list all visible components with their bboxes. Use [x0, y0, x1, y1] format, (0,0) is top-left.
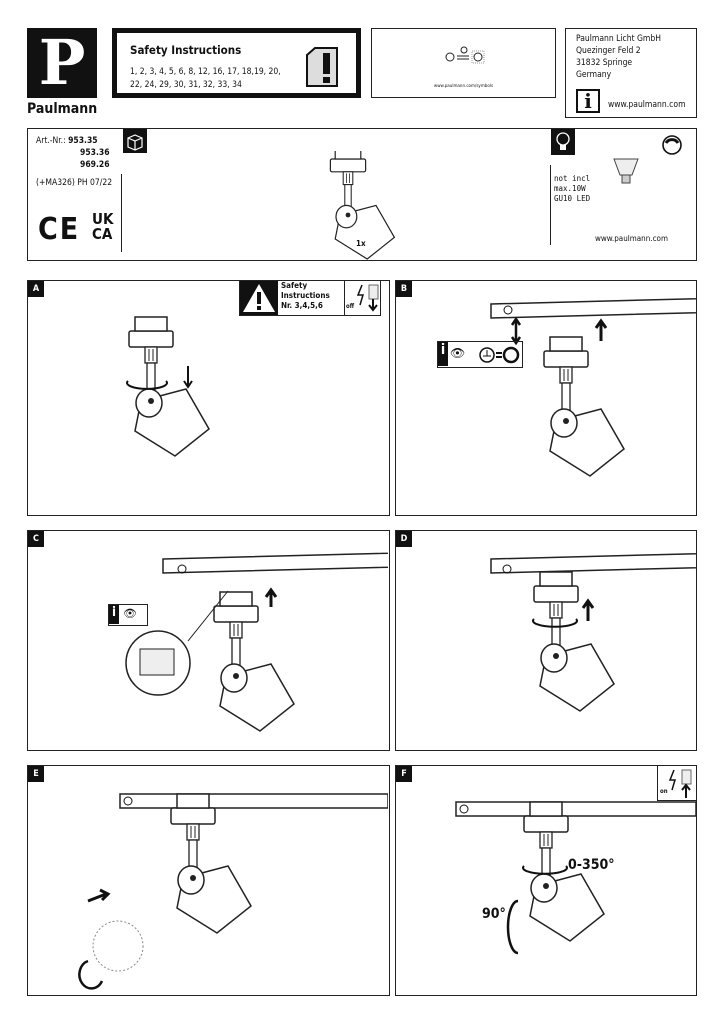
quantity: 1x [356, 239, 366, 248]
ground-equals-ring-icon [479, 346, 520, 364]
power-off-icon [356, 284, 379, 312]
article-numbers: Art.-Nr.: 953.35 953.36 969.26 (+MA326) … [36, 136, 113, 188]
street: Quezinger Feld 2 [576, 46, 641, 56]
step-b-panel: B i 👁 [395, 280, 697, 516]
step-a-illustration [126, 316, 210, 457]
dimmable-icon [662, 135, 682, 155]
paulmann-logo: P [27, 28, 97, 98]
ground-connection-info: i 👁 [437, 341, 523, 368]
ce-mark: CE [38, 212, 81, 247]
bulb-icon [551, 129, 575, 155]
product-info: Art.-Nr.: 953.35 953.36 969.26 (+MA326) … [27, 128, 697, 261]
revision: (+MA326) PH 07/22 [36, 178, 113, 188]
gu10-bulb-icon [613, 158, 639, 184]
warning-document-icon [306, 47, 338, 87]
safety-numbers: 1, 2, 3, 4, 5, 6, 8, 12, 16, 17, 18,19, … [130, 67, 281, 90]
step-c-illustration [125, 540, 388, 732]
step-label: F [396, 766, 412, 782]
step-e-panel: E [27, 765, 390, 996]
step-d-illustration [490, 540, 696, 712]
step-label: B [396, 281, 412, 297]
power-off-label: off [346, 303, 355, 310]
step-b-illustration [490, 285, 696, 477]
eye-icon: 👁 [123, 607, 137, 620]
step-label: E [28, 766, 44, 782]
step-f-panel: F on 0-350° 90° [395, 765, 697, 996]
website: www.paulmann.com [595, 234, 668, 243]
power-on-label: on [660, 788, 668, 795]
lamp-replaceable-icon [445, 46, 485, 64]
step-e-illustration [78, 793, 388, 990]
website-link[interactable]: www.paulmann.com [608, 100, 686, 110]
safety-title: Safety Instructions [130, 43, 242, 57]
info-icon: i [438, 342, 448, 366]
power-on-icon [668, 769, 692, 798]
step-label: C [28, 531, 44, 547]
step-f-illustration [455, 801, 696, 955]
symbols-box: www.paulmann.com/symbols [371, 28, 556, 98]
brand-name: Paulmann [27, 101, 98, 117]
power-on-notice: on [657, 765, 697, 801]
inspect-info: i👁 [108, 604, 148, 626]
tilt-label: 90° [482, 906, 506, 922]
box-contents-icon [123, 129, 147, 153]
city: 31832 Springe [576, 58, 633, 68]
info-icon: i [109, 605, 119, 624]
step-d-panel: D [395, 530, 697, 751]
rotation-label: 0-350° [568, 857, 615, 873]
address-box: Paulmann Licht GmbH Quezinger Feld 2 318… [565, 28, 697, 118]
symbols-url: www.paulmann.com/symbols [433, 84, 494, 89]
company: Paulmann Licht GmbH [576, 34, 661, 44]
eye-icon: 👁 [450, 346, 466, 360]
step-label: A [28, 281, 44, 297]
country: Germany [576, 70, 612, 80]
warning-icon [240, 281, 278, 315]
safety-instructions-box: Safety Instructions 1, 2, 3, 4, 5, 6, 8,… [112, 28, 361, 98]
info-icon: i [576, 89, 600, 113]
step-label: D [396, 531, 412, 547]
step-c-panel: C i👁 [27, 530, 390, 751]
